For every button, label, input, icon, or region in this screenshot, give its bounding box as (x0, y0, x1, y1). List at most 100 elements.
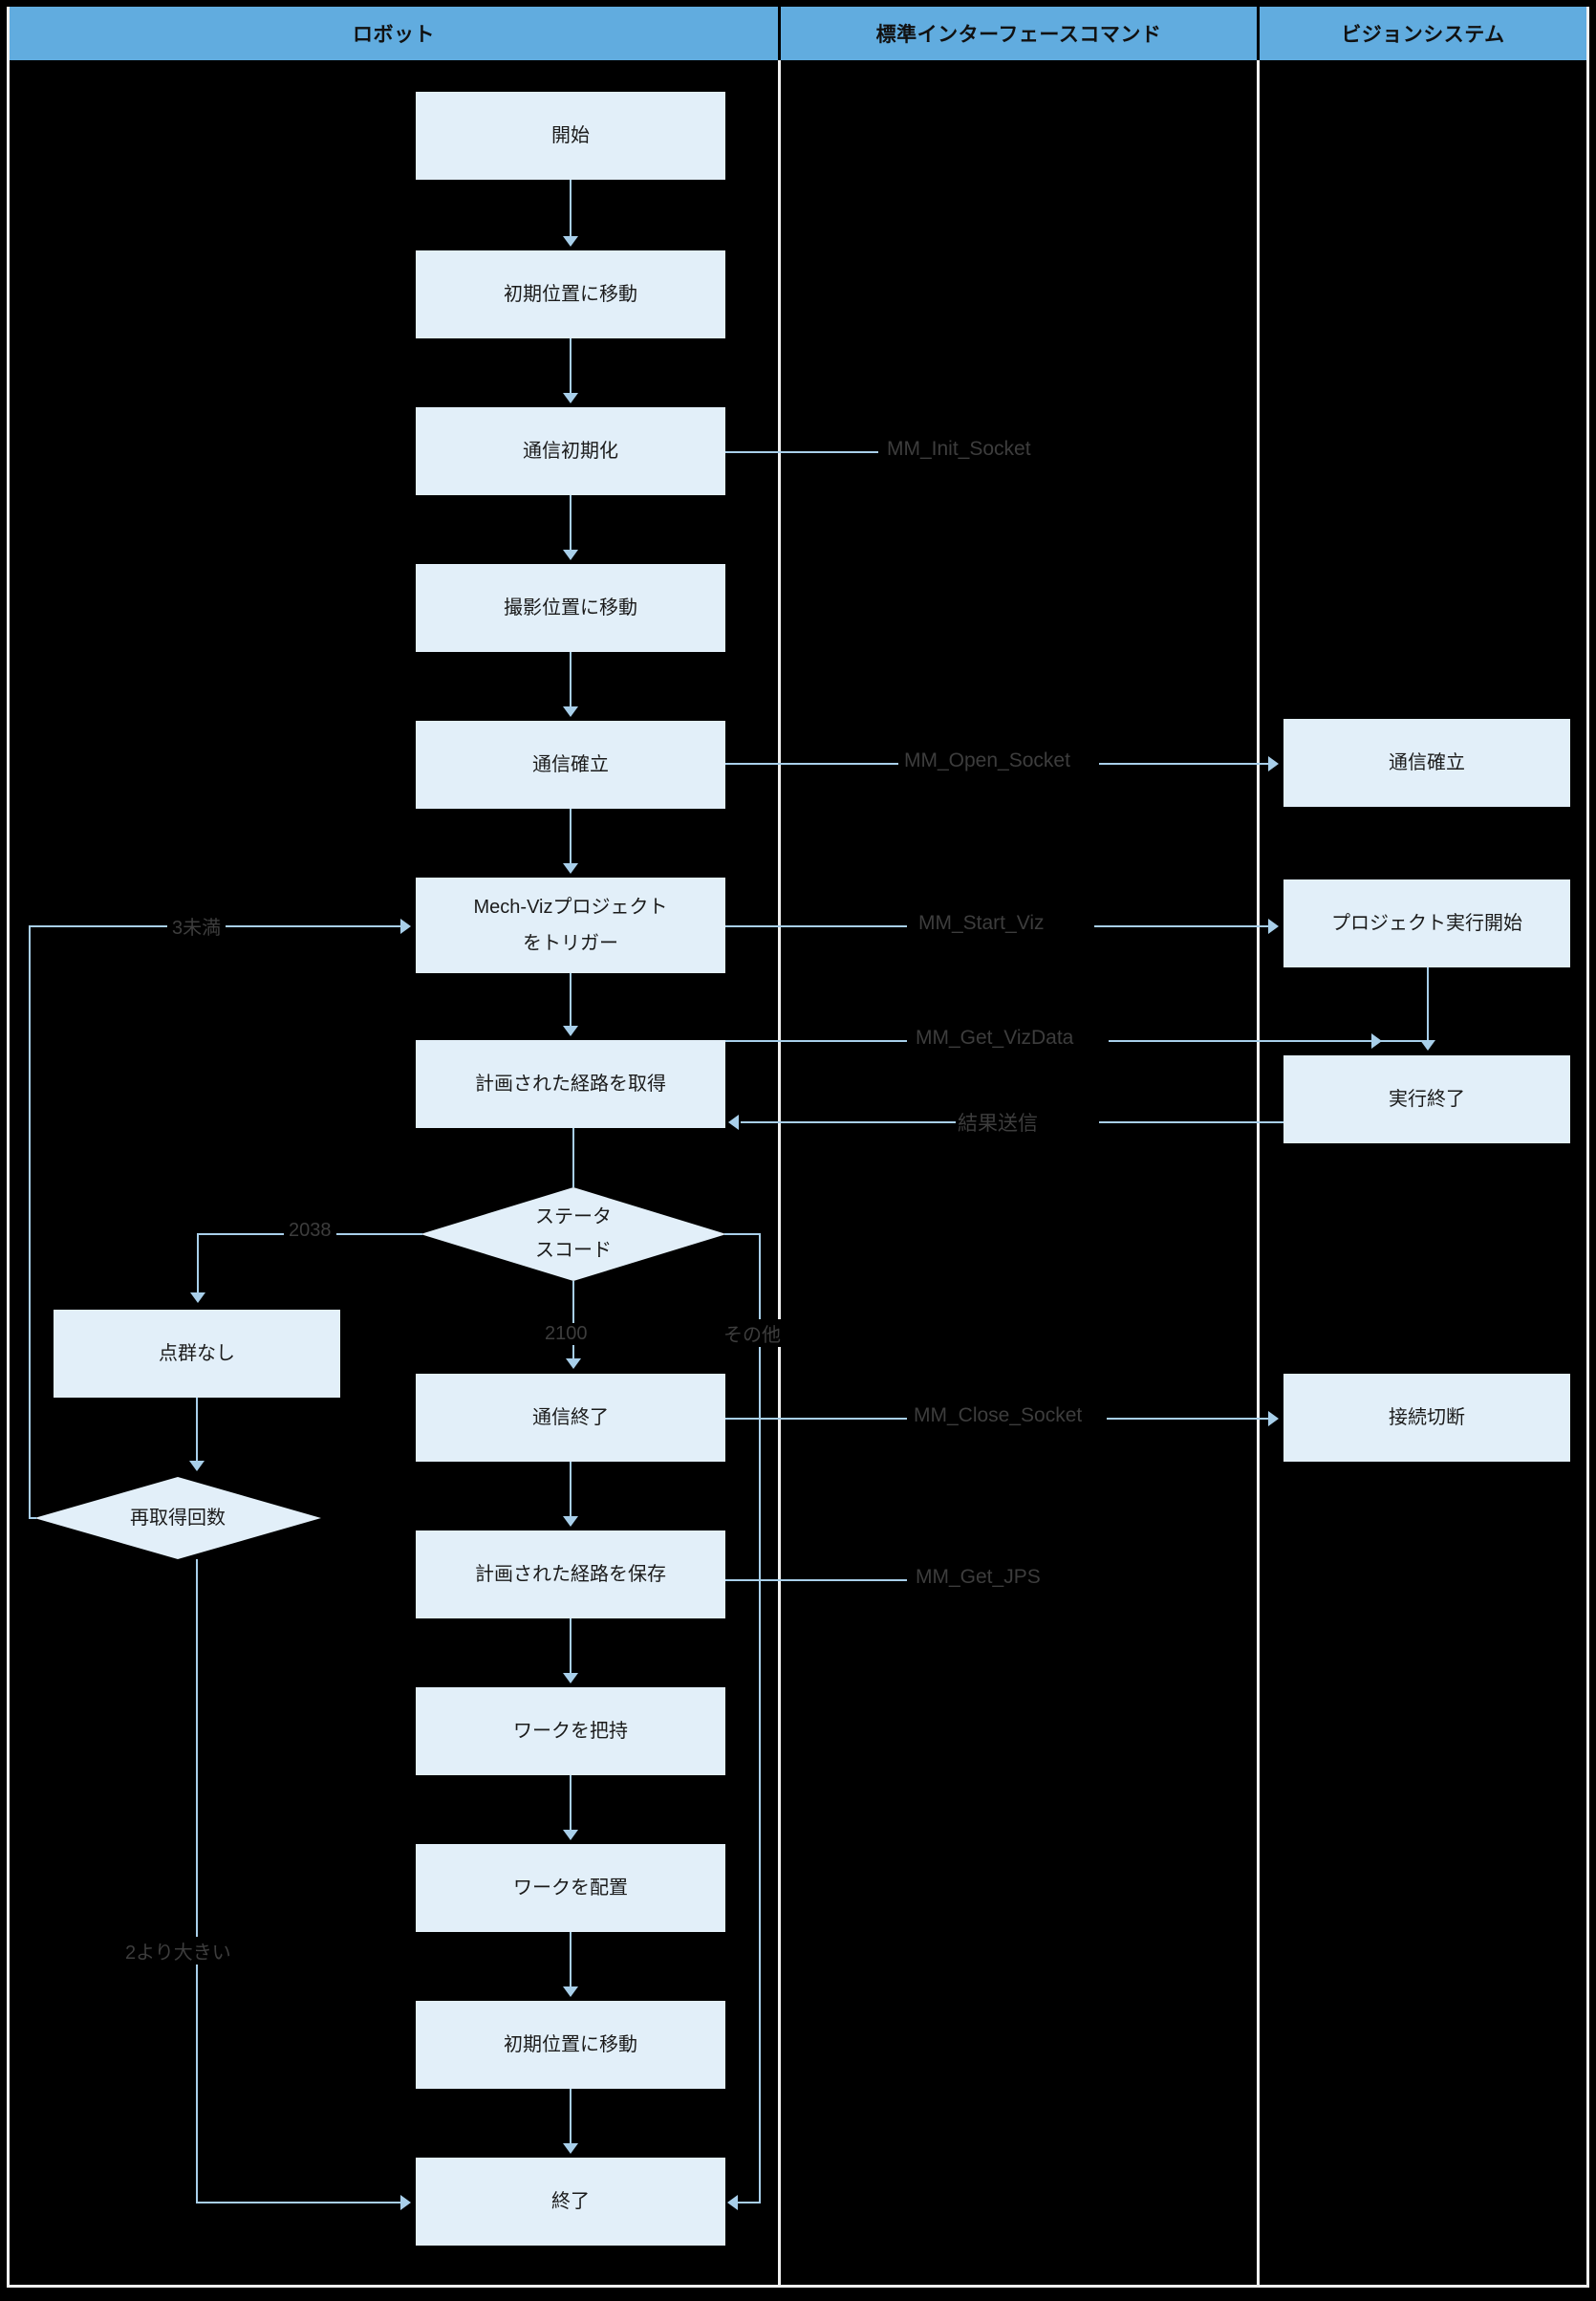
node-move-capture-position[interactable]: 撮影位置に移動 (416, 564, 725, 652)
node-end-label: 終了 (551, 2190, 590, 2212)
node-vision-disconnect[interactable]: 接続切断 (1283, 1374, 1570, 1462)
edge-result-right (1099, 1121, 1283, 1123)
node-move-home-2[interactable]: 初期位置に移動 (416, 2001, 725, 2089)
edge-label-greater-than-2: 2より大きい (120, 1937, 236, 1965)
edge-no-cloud-to-retry (196, 1398, 198, 1463)
edge-other-vertical (759, 1233, 761, 2203)
edge-trigger-to-getpath (570, 973, 572, 1027)
edge-retry-gt2-horizontal (196, 2202, 401, 2203)
edge-label-2100: 2100 (540, 1323, 593, 1345)
arrow-retry-lt3-to-trigger (400, 919, 411, 934)
node-no-point-cloud-label: 点群なし (159, 1342, 235, 1364)
node-open-communication-label: 通信確立 (532, 753, 609, 775)
node-vision-execution-finished[interactable]: 実行終了 (1283, 1055, 1570, 1143)
edge-save-to-pick (570, 1618, 572, 1674)
lane-divider-2 (1257, 7, 1260, 2288)
edge-get-vizdata-right (1109, 1040, 1426, 1042)
node-close-communication[interactable]: 通信終了 (416, 1374, 725, 1462)
node-save-planned-path[interactable]: 計画された経路を保存 (416, 1530, 725, 1618)
node-get-planned-path-label: 計画された経路を取得 (475, 1073, 666, 1095)
arrow-home2-to-end (563, 2143, 578, 2154)
node-place-workpiece[interactable]: ワークを配置 (416, 1844, 725, 1932)
arrow-home1-to-init (563, 393, 578, 403)
node-start[interactable]: 開始 (416, 92, 725, 180)
node-save-planned-path-label: 計画された経路を保存 (475, 1563, 666, 1585)
arrow-2038-to-no-cloud (190, 1292, 205, 1303)
node-no-point-cloud[interactable]: 点群なし (54, 1310, 340, 1398)
node-open-communication[interactable]: 通信確立 (416, 721, 725, 809)
lane-header-robot: ロボット (10, 7, 778, 60)
node-vision-project-start-label: プロジェクト実行開始 (1331, 912, 1522, 934)
node-vision-project-start[interactable]: プロジェクト実行開始 (1283, 879, 1570, 967)
edge-open-socket-left (725, 763, 907, 765)
command-label-open-socket: MM_Open_Socket (898, 749, 1076, 772)
arrow-start-to-home1 (563, 236, 578, 247)
node-move-home-1-label: 初期位置に移動 (504, 283, 637, 305)
node-close-communication-label: 通信終了 (532, 1406, 609, 1428)
arrow-init-to-capture (563, 550, 578, 560)
edge-init-socket (725, 451, 878, 453)
node-move-home-2-label: 初期位置に移動 (504, 2033, 637, 2055)
arrow-save-to-pick (563, 1673, 578, 1683)
lane-header-command: 標準インターフェースコマンド (781, 7, 1257, 60)
arrow-vision-start-to-finish (1420, 1040, 1435, 1051)
command-label-close-socket: MM_Close_Socket (908, 1404, 1089, 1427)
edge-2038-vertical (197, 1233, 199, 1292)
edge-home1-to-init (570, 338, 572, 394)
edge-close-to-save (570, 1462, 572, 1517)
arrow-capture-to-open (563, 706, 578, 717)
node-trigger-mechviz-label-line1: Mech-Vizプロジェクト (473, 897, 668, 918)
edge-label-other: その他 (719, 1319, 786, 1347)
edge-capture-to-open (570, 652, 572, 707)
edge-init-to-capture (570, 495, 572, 551)
edge-label-2038: 2038 (284, 1220, 336, 1242)
edge-start-viz-right (1094, 925, 1269, 927)
arrow-retry-gt2-to-end (400, 2195, 411, 2210)
node-end[interactable]: 終了 (416, 2158, 725, 2246)
arrow-close-socket-to-vision (1268, 1411, 1279, 1426)
lane-header-vision-label: ビジョンシステム (1341, 24, 1505, 46)
node-trigger-mechviz[interactable]: Mech-Vizプロジェクト をトリガー (416, 878, 725, 973)
arrow-pick-to-place (563, 1830, 578, 1840)
lane-header-gap-1 (778, 7, 781, 60)
edge-retry-lt3-stub (29, 1517, 36, 1519)
node-place-workpiece-label: ワークを配置 (513, 1877, 628, 1899)
edge-getpath-to-status (572, 1128, 574, 1187)
node-move-home-1[interactable]: 初期位置に移動 (416, 250, 725, 338)
node-vision-execution-finished-label: 実行終了 (1389, 1088, 1465, 1110)
edge-vision-start-to-finish (1427, 967, 1429, 1038)
edge-open-to-trigger (570, 809, 572, 864)
arrow-no-cloud-to-retry (189, 1461, 205, 1471)
edge-other-into-end (738, 2202, 761, 2203)
lane-divider-1 (778, 7, 781, 2288)
arrow-other-to-end (727, 2195, 738, 2210)
edge-other-horizontal (724, 1233, 761, 1235)
command-label-get-vizdata: MM_Get_VizData (910, 1027, 1080, 1050)
arrow-result-to-getpath (728, 1115, 739, 1130)
node-pick-workpiece[interactable]: ワークを把持 (416, 1687, 725, 1775)
edge-start-to-home1 (570, 180, 572, 237)
decision-retry-count-label: 再取得回数 (130, 1507, 226, 1529)
node-trigger-mechviz-label-line2: をトリガー (523, 933, 618, 954)
swimlane-frame (7, 7, 1589, 2288)
node-move-capture-position-label: 撮影位置に移動 (504, 597, 637, 619)
decision-status-code-label-line2: スコード (535, 1240, 612, 1261)
edge-home2-to-end (570, 2089, 572, 2144)
node-vision-open-communication-label: 通信確立 (1389, 751, 1465, 773)
command-label-get-jps: MM_Get_JPS (910, 1566, 1046, 1589)
arrow-close-to-save (563, 1516, 578, 1527)
command-label-result-send: 結果送信 (952, 1108, 1044, 1137)
arrow-place-to-home2 (563, 1986, 578, 1997)
edge-start-viz-left (725, 925, 907, 927)
arrow-start-viz-to-vision (1268, 919, 1279, 934)
edge-pick-to-place (570, 1775, 572, 1831)
node-vision-open-communication[interactable]: 通信確立 (1283, 719, 1570, 807)
edge-result-left (741, 1121, 956, 1123)
node-get-planned-path[interactable]: 計画された経路を取得 (416, 1040, 725, 1128)
arrow-status-to-close (566, 1358, 581, 1369)
node-vision-disconnect-label: 接続切断 (1389, 1406, 1465, 1428)
node-init-communication[interactable]: 通信初期化 (416, 407, 725, 495)
arrow-open-socket-to-vision (1268, 756, 1279, 771)
edge-get-vizdata-left (725, 1040, 907, 1042)
lane-header-command-label: 標準インターフェースコマンド (875, 24, 1162, 46)
